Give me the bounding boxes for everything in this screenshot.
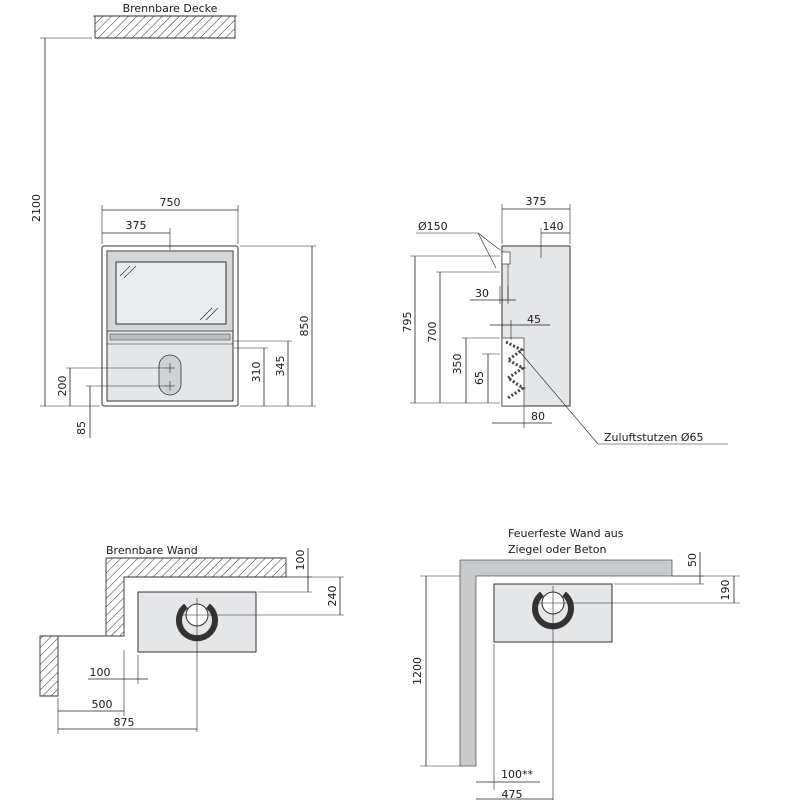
plan-view-fireproof-wall: Feuerfeste Wand aus Ziegel oder Beton 50… — [411, 527, 740, 800]
combustion-air-opening — [158, 354, 182, 396]
flammable-wall-label: Brennbare Wand — [106, 544, 198, 557]
ceiling-label: Brennbare Decke — [123, 2, 218, 15]
fireproof-wall-label-line1: Feuerfeste Wand aus — [508, 527, 624, 540]
dim-65-text: 65 — [473, 371, 486, 385]
stove-door-handle-bar — [109, 333, 231, 341]
dim-plan2-100-text: 100** — [501, 768, 533, 781]
dim-190-text: 190 — [719, 580, 732, 601]
dim-side-375-text: 375 — [526, 195, 547, 208]
dim-750-text: 750 — [160, 196, 181, 209]
flue-leader-2 — [477, 232, 497, 269]
dim-700-text: 700 — [426, 322, 439, 343]
combustible-ceiling: Brennbare Decke — [93, 2, 237, 39]
fireproof-wall-label-line2: Ziegel oder Beton — [508, 543, 607, 556]
dim-50-text: 50 — [686, 553, 699, 567]
glass-reflection-1 — [119, 265, 131, 277]
dim-345-text: 345 — [274, 356, 287, 377]
dim-140-text: 140 — [543, 220, 564, 233]
dim-plan1-100h-text: 100 — [90, 666, 111, 679]
air-inlet-label: Zuluftstutzen Ø65 — [604, 431, 704, 444]
dim-375-text: 375 — [126, 219, 147, 232]
flue-outlet-stub — [501, 251, 511, 265]
dim-30-text: 30 — [475, 287, 489, 300]
dim-1200-text: 1200 — [411, 657, 424, 685]
dim-2100-text: 2100 — [30, 194, 43, 222]
ceiling-hatch — [94, 15, 236, 39]
air-inlet-duct — [501, 337, 525, 407]
side-view: 375 140 Ø150 795 700 30 45 350 — [401, 195, 728, 445]
air-inlet-leader — [519, 351, 599, 445]
glass-reflection-4 — [205, 307, 219, 321]
flue-diameter-label: Ø150 — [418, 220, 448, 233]
dim-plan1-100v-text: 100 — [294, 550, 307, 571]
stove-window-glass — [115, 261, 227, 325]
air-inlet-hatching — [505, 340, 526, 400]
dim-850-text: 850 — [298, 316, 311, 337]
dim-875-text: 875 — [114, 716, 135, 729]
dim-500-text: 500 — [92, 698, 113, 711]
dim-350-text: 350 — [451, 354, 464, 375]
dim-80-text: 80 — [531, 410, 545, 423]
dim-85-text: 85 — [75, 421, 88, 435]
dim-475-text: 475 — [502, 788, 523, 800]
glass-reflection-3 — [199, 307, 213, 321]
plan-view-flammable-wall: Brennbare Wand 100 240 100 500 875 — [39, 544, 344, 734]
flammable-wall-hatch — [39, 557, 287, 697]
dim-240-text: 240 — [326, 586, 339, 607]
glass-reflection-2 — [123, 265, 137, 279]
dim-45-text: 45 — [527, 313, 541, 326]
front-view: 2100 750 375 850 345 310 200 85 — [30, 37, 316, 438]
dim-200-text: 200 — [56, 376, 69, 397]
flue-leader-1 — [477, 232, 501, 251]
dim-310-text: 310 — [250, 362, 263, 383]
dim-795-text: 795 — [401, 312, 414, 333]
